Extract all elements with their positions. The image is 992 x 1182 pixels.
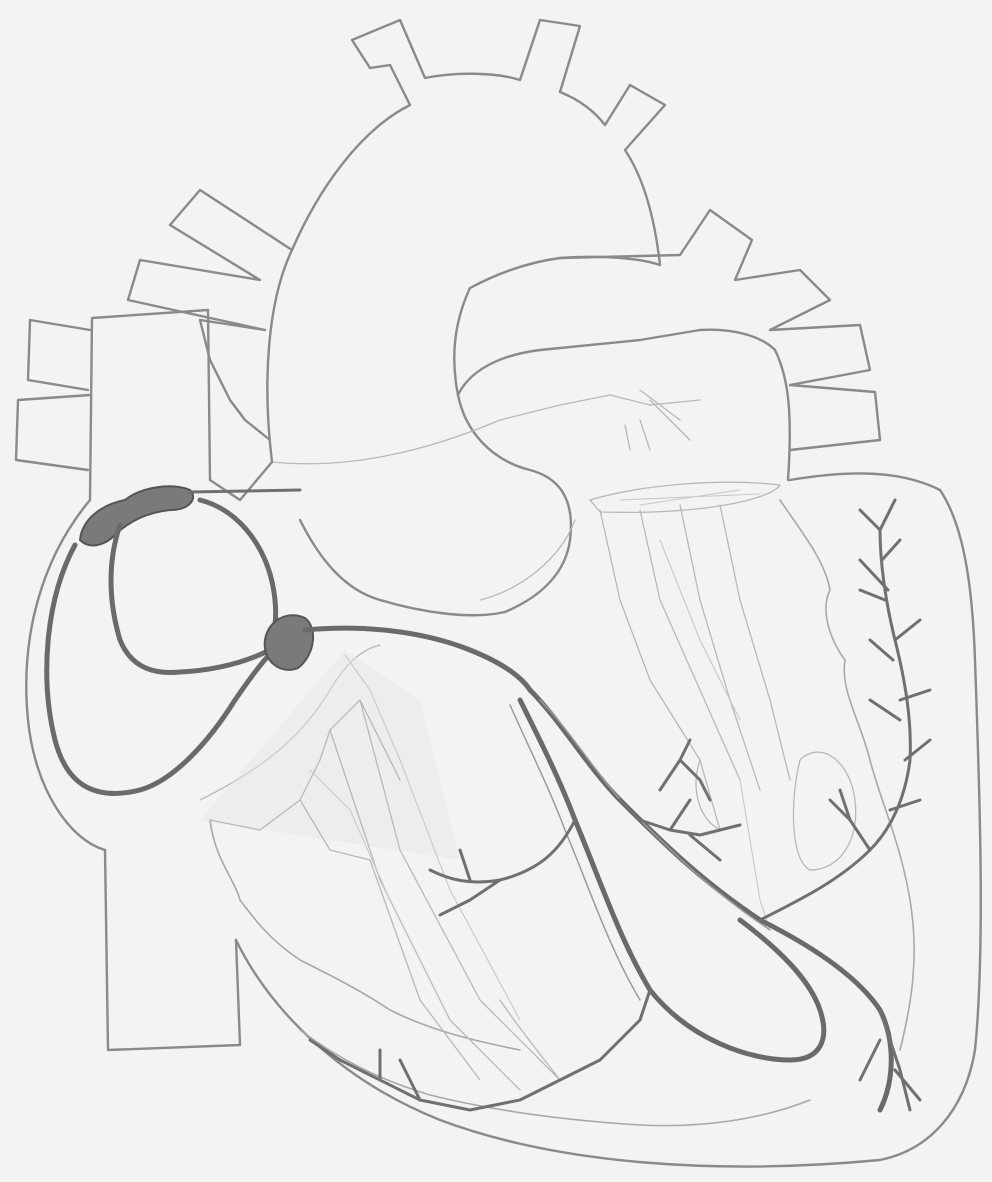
mitral-valve <box>600 505 856 930</box>
conduction-system <box>47 486 930 1110</box>
aortic-root <box>300 520 575 615</box>
pulmonary-valve <box>590 482 780 512</box>
av-node <box>265 615 313 670</box>
sa-node <box>80 486 193 545</box>
heart-outer-wall <box>26 473 980 1166</box>
vena-cava <box>16 310 272 1050</box>
tricuspid-valve <box>200 650 560 1090</box>
pulmonary-artery <box>272 210 880 612</box>
